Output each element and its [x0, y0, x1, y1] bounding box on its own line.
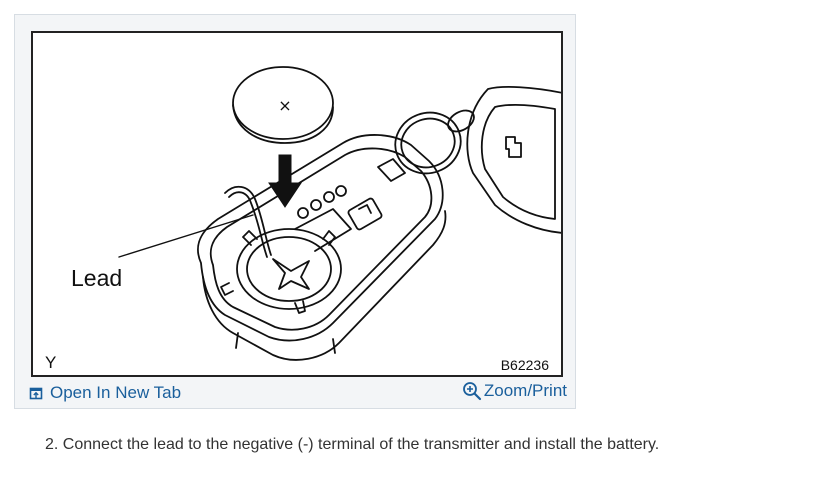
- zoom-in-icon: [462, 382, 481, 401]
- open-in-new-tab-icon: [29, 387, 43, 399]
- figure-code: B62236: [500, 357, 549, 373]
- insert-arrow: [268, 154, 302, 208]
- zoom-print-label: Zoom/Print: [483, 381, 567, 400]
- figure-actions: Open In New Tab Zoom/Print: [15, 377, 575, 409]
- coin-battery: [232, 66, 334, 140]
- open-in-new-tab-link[interactable]: Open In New Tab: [29, 383, 181, 403]
- transmitter-drawing: ×: [118, 66, 561, 361]
- lead-pointer-line: [118, 214, 254, 258]
- lead-label: Lead: [71, 265, 123, 291]
- battery-holder: [236, 228, 342, 310]
- transmitter-illustration: × Lead Y B62236: [31, 31, 563, 377]
- lead-wire: [224, 185, 272, 256]
- key-fob-body: [466, 86, 561, 234]
- transmitter-housing: [196, 134, 444, 342]
- key-ring: [394, 111, 462, 175]
- zoom-print-link[interactable]: Zoom/Print: [462, 381, 567, 401]
- instruction-step: 2. Connect the lead to the negative (-) …: [45, 436, 660, 453]
- figure-container: × Lead Y B62236 Open In New Tab Zoom/Pri…: [14, 14, 576, 409]
- corner-label: Y: [45, 353, 57, 372]
- battery-mark: ×: [278, 96, 291, 115]
- open-in-new-tab-label: Open In New Tab: [50, 383, 182, 402]
